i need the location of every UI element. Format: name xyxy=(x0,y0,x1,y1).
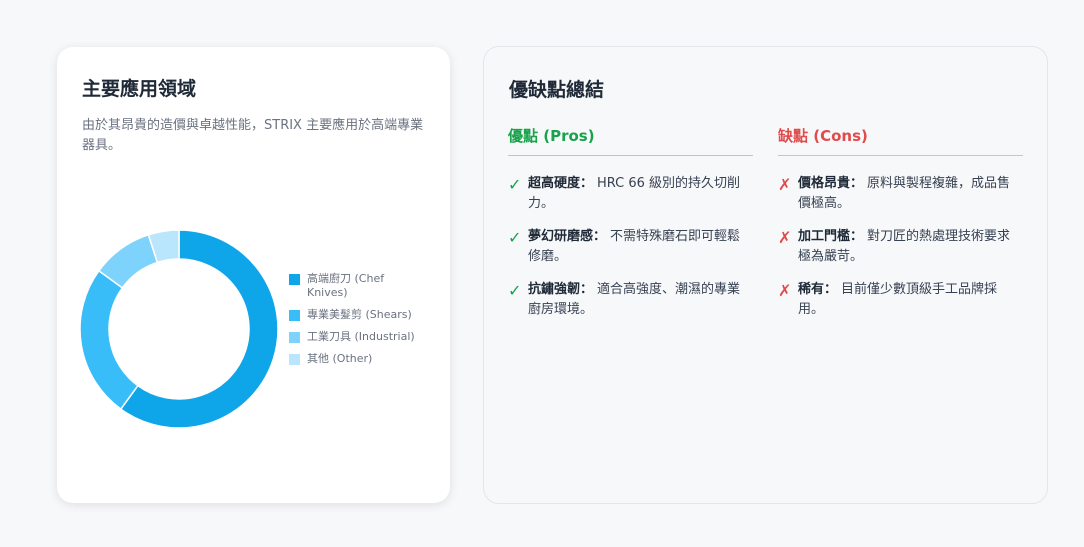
legend-item: 高端廚刀 (Chef Knives) xyxy=(289,272,419,300)
check-icon: ✓ xyxy=(508,175,522,194)
applications-card: 主要應用領域 由於其昂貴的造價與卓越性能，STRIX 主要應用於高端專業器具。 … xyxy=(57,47,450,503)
item-text: 對刀匠的熱處理技術要求極為嚴苛。 xyxy=(798,229,1011,264)
donut-slice xyxy=(147,229,180,264)
item-text: 適合高強度、潮濕的專業廚房環境。 xyxy=(528,282,741,317)
pros-column: 優點 (Pros) ✓ 超高硬度：HRC 66 級別的持久切削力。 ✓ 夢幻研磨… xyxy=(508,125,753,333)
cross-icon: ✗ xyxy=(778,228,792,247)
item-label: 抗鏽強韌： xyxy=(528,282,594,297)
list-item: ✓ 夢幻研磨感：不需特殊磨石即可輕鬆修磨。 xyxy=(508,227,753,267)
pros-list: ✓ 超高硬度：HRC 66 級別的持久切削力。 ✓ 夢幻研磨感：不需特殊磨石即可… xyxy=(508,174,753,320)
cons-column: 缺點 (Cons) ✗ 價格昂貴：原料與製程複雜，成品售價極高。 ✗ 加工門檻：… xyxy=(778,125,1023,333)
item-text: 不需特殊磨石即可輕鬆修磨。 xyxy=(528,229,741,264)
legend-label: 高端廚刀 (Chef Knives) xyxy=(307,272,385,299)
donut-chart xyxy=(79,229,279,429)
legend-swatch xyxy=(289,354,300,365)
item-label: 夢幻研磨感： xyxy=(528,229,607,244)
list-item: ✗ 加工門檻：對刀匠的熱處理技術要求極為嚴苛。 xyxy=(778,227,1023,267)
donut-slice xyxy=(119,229,279,429)
applications-description: 由於其昂貴的造價與卓越性能，STRIX 主要應用於高端專業器具。 xyxy=(82,118,424,153)
legend-label: 專業美髮剪 (Shears) xyxy=(307,308,412,321)
item-label: 加工門檻： xyxy=(798,229,864,244)
item-label: 超高硬度： xyxy=(528,176,594,191)
check-icon: ✓ xyxy=(508,281,522,300)
list-item: ✗ 價格昂貴：原料與製程複雜，成品售價極高。 xyxy=(778,174,1023,214)
item-text: HRC 66 級別的持久切削力。 xyxy=(528,176,741,211)
list-item: ✗ 稀有：目前僅少數頂級手工品牌採用。 xyxy=(778,280,1023,320)
summary-title: 優缺點總結 xyxy=(509,79,605,101)
cons-list: ✗ 價格昂貴：原料與製程複雜，成品售價極高。 ✗ 加工門檻：對刀匠的熱處理技術要… xyxy=(778,174,1023,320)
pros-heading: 優點 (Pros) xyxy=(508,125,753,156)
item-label: 價格昂貴： xyxy=(798,176,864,191)
list-item: ✓ 抗鏽強韌：適合高強度、潮濕的專業廚房環境。 xyxy=(508,280,753,320)
legend-label: 工業刀具 (Industrial) xyxy=(307,330,415,343)
legend-swatch xyxy=(289,310,300,321)
donut-chart-svg xyxy=(79,229,279,429)
legend-label: 其他 (Other) xyxy=(307,352,373,365)
cons-heading: 缺點 (Cons) xyxy=(778,125,1023,156)
item-text: 原料與製程複雜，成品售價極高。 xyxy=(798,176,1011,211)
item-text: 目前僅少數頂級手工品牌採用。 xyxy=(798,282,998,317)
legend-item: 專業美髮剪 (Shears) xyxy=(289,308,419,322)
legend-item: 工業刀具 (Industrial) xyxy=(289,330,419,344)
donut-slice xyxy=(79,269,139,411)
item-label: 稀有： xyxy=(798,282,838,297)
chart-legend: 高端廚刀 (Chef Knives) 專業美髮剪 (Shears) 工業刀具 (In… xyxy=(289,272,419,374)
check-icon: ✓ xyxy=(508,228,522,247)
legend-swatch xyxy=(289,274,300,285)
applications-title: 主要應用領域 xyxy=(82,78,197,100)
legend-item: 其他 (Other) xyxy=(289,352,419,366)
pros-cons-card: 優缺點總結 優點 (Pros) ✓ 超高硬度：HRC 66 級別的持久切削力。 … xyxy=(483,46,1048,504)
cross-icon: ✗ xyxy=(778,281,792,300)
list-item: ✓ 超高硬度：HRC 66 級別的持久切削力。 xyxy=(508,174,753,214)
legend-swatch xyxy=(289,332,300,343)
cross-icon: ✗ xyxy=(778,175,792,194)
